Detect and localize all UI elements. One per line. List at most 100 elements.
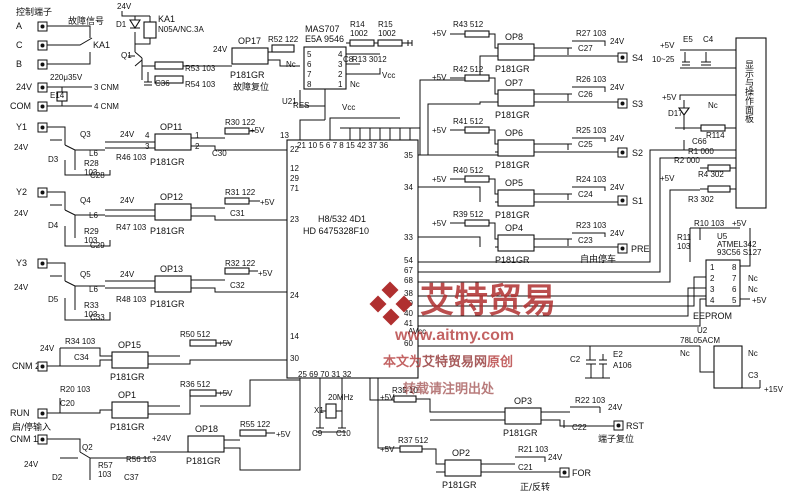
relay-wires — [121, 11, 151, 45]
d17-label: D17 — [668, 109, 683, 118]
v24-o6-label: 24V — [610, 134, 625, 143]
vcc-mcu-label: Vcc — [342, 103, 355, 112]
r22-label: R22 103 — [575, 396, 606, 405]
op17-part-label: P181GR — [230, 70, 265, 80]
op1-part-label: P181GR — [110, 422, 145, 432]
terminal-reset-label: 端子复位 — [598, 433, 634, 445]
op2-label: OP2 — [452, 448, 470, 458]
display-operation-panel — [735, 37, 767, 209]
e5-val: 10~25 — [652, 55, 675, 64]
watermark-logo-text: 艾特贸易 — [420, 281, 556, 321]
op4-label: OP4 — [505, 223, 523, 233]
c25-label: C25 — [578, 140, 593, 149]
r36-label: R36 512 — [180, 380, 211, 389]
terminal-y1-pin — [40, 125, 45, 130]
resistor-r4 — [707, 164, 731, 172]
r27-label: R27 103 — [576, 29, 607, 38]
mcu-name-label: H8/532 4D1 — [318, 214, 366, 224]
plus5-11-label: +5V — [250, 126, 265, 135]
v24-d3-label: 24V — [14, 143, 29, 152]
q5-label: Q5 — [80, 270, 91, 279]
pin60-label: 60 — [404, 339, 413, 348]
v24-op3-label: 24V — [608, 403, 623, 412]
eeprom-u5 — [705, 259, 741, 307]
op6-wires — [418, 129, 618, 156]
u21-pin5: 5 — [307, 50, 312, 59]
c10-label: C10 — [336, 429, 351, 438]
op6-part-label: P181GR — [495, 160, 530, 170]
r50-label: R50 512 — [180, 330, 211, 339]
ka1-coil-label: KA1 — [158, 14, 175, 24]
s4-label: S4 — [632, 53, 643, 63]
r11-val: 103 — [677, 242, 691, 251]
optocoupler-op11 — [154, 133, 192, 151]
c9-label: C9 — [312, 429, 323, 438]
resistor-r52 — [271, 44, 295, 53]
watermark-note-suffix: 原创 — [487, 354, 513, 370]
e5-label: E5 — [683, 35, 693, 44]
r20-label: R20 103 — [60, 385, 91, 394]
c66-label: C66 — [692, 137, 707, 146]
c26-label: C26 — [578, 90, 593, 99]
y1-wires — [47, 126, 287, 176]
u21-pin6: 6 — [307, 60, 312, 69]
r28-label: R28 — [84, 159, 99, 168]
eeprom-part-label: 93C56 S127 — [717, 248, 762, 257]
c4-label: C4 — [703, 35, 714, 44]
r52-label: R52 122 — [268, 35, 299, 44]
v24-o4-label: 24V — [610, 229, 625, 238]
r54-label: R54 103 — [185, 80, 216, 89]
c24-label: C24 — [578, 190, 593, 199]
resistor-r31 — [224, 197, 250, 205]
mcu-part-label: HD 6475328F10 — [303, 226, 369, 236]
op11-part-label: P181GR — [150, 157, 185, 167]
cnm3-label: 3 CNM — [94, 83, 119, 92]
u5-pin7: 7 — [732, 274, 737, 283]
pin38-label: 38 — [404, 289, 413, 298]
r48-label: R48 103 — [116, 295, 147, 304]
nc-u5a-label: Nc — [748, 274, 758, 283]
terminal-24v-label: 24V — [16, 82, 32, 92]
u21-pin3: 3 — [338, 60, 343, 69]
r33-label: R33 — [84, 301, 99, 310]
terminal-y3-pin — [40, 261, 45, 266]
op2-wires — [377, 378, 560, 473]
r21-label: R21 103 — [518, 445, 549, 454]
r25-label: R25 103 — [576, 126, 607, 135]
capacitor-e14 — [56, 91, 68, 102]
y2-wires — [47, 191, 287, 247]
e5a9546-label: E5A 9546 — [305, 34, 344, 44]
pin34-label: 34 — [404, 183, 413, 192]
regulator-u2 — [713, 345, 743, 389]
pin33-label: 33 — [404, 233, 413, 242]
v24-o8-label: 24V — [610, 37, 625, 46]
r15-val: 1002 — [378, 29, 396, 38]
u5-pin1: 1 — [710, 263, 715, 272]
r39-label: R39 512 — [453, 210, 484, 219]
atmel-label: ATMEL342 — [717, 240, 757, 249]
display-signal-wires — [418, 94, 736, 283]
optocoupler-op13 — [154, 275, 192, 293]
d2-label: D2 — [52, 473, 63, 482]
op18-part-label: P181GR — [186, 456, 221, 466]
v24-o7-label: 24V — [610, 83, 625, 92]
r14-r15-wires — [346, 40, 413, 46]
op2-part-label: P181GR — [442, 480, 477, 490]
v24-o5-label: 24V — [610, 183, 625, 192]
r53-label: R53 103 — [185, 64, 216, 73]
x1-label: X1 — [314, 406, 324, 415]
cnm4-label: 4 CNM — [94, 102, 119, 111]
capacitor-c36 — [144, 72, 152, 86]
terminal-b-pin — [40, 62, 45, 67]
nc-u2a-label: Nc — [680, 349, 690, 358]
optocoupler-op12 — [154, 203, 192, 221]
plus5-18-label: +5V — [276, 430, 291, 439]
terminal-y2-pin — [40, 190, 45, 195]
r23-label: R23 103 — [576, 221, 607, 230]
crystal-x1 — [325, 403, 337, 419]
v24-15-label: 24V — [40, 344, 55, 353]
op8-label: OP8 — [505, 32, 523, 42]
start-stop-input-label: 启/停输入 — [12, 421, 51, 433]
vcc-mas-label: Vcc — [382, 71, 395, 80]
c2-e2-caps — [585, 354, 610, 379]
